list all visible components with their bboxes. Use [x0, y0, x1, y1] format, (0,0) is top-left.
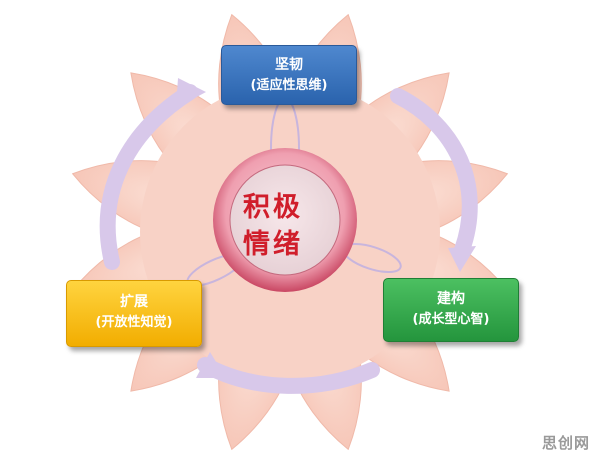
box-broaden: 扩展 (开放性知觉) [66, 280, 202, 347]
arrowhead-left [196, 352, 226, 378]
box-resilience: 坚韧 (适应性思维) [221, 45, 357, 105]
center-circle [213, 148, 357, 292]
box-build-title: 建构 [437, 291, 465, 307]
arrowhead-right [448, 246, 476, 272]
arrow-heads [176, 78, 476, 378]
box-build: 建构 (成长型心智) [383, 278, 519, 342]
watermark: 思创网 [541, 434, 590, 452]
box-broaden-title: 扩展 [120, 294, 148, 310]
arrow-right-to-left [197, 357, 380, 394]
center-title-line-1: 积极 [243, 192, 303, 223]
center-title-line-2: 情绪 [243, 229, 303, 260]
box-resilience-title: 坚韧 [275, 57, 303, 73]
arrowhead-top [176, 78, 206, 108]
box-resilience-subtitle: (适应性思维) [250, 78, 328, 93]
cycle-arrows [99, 84, 478, 394]
arrow-top-to-right [390, 88, 478, 258]
box-broaden-subtitle: (开放性知觉) [95, 315, 173, 330]
arrow-left-to-top [99, 84, 198, 270]
box-build-subtitle: (成长型心智) [412, 312, 490, 327]
